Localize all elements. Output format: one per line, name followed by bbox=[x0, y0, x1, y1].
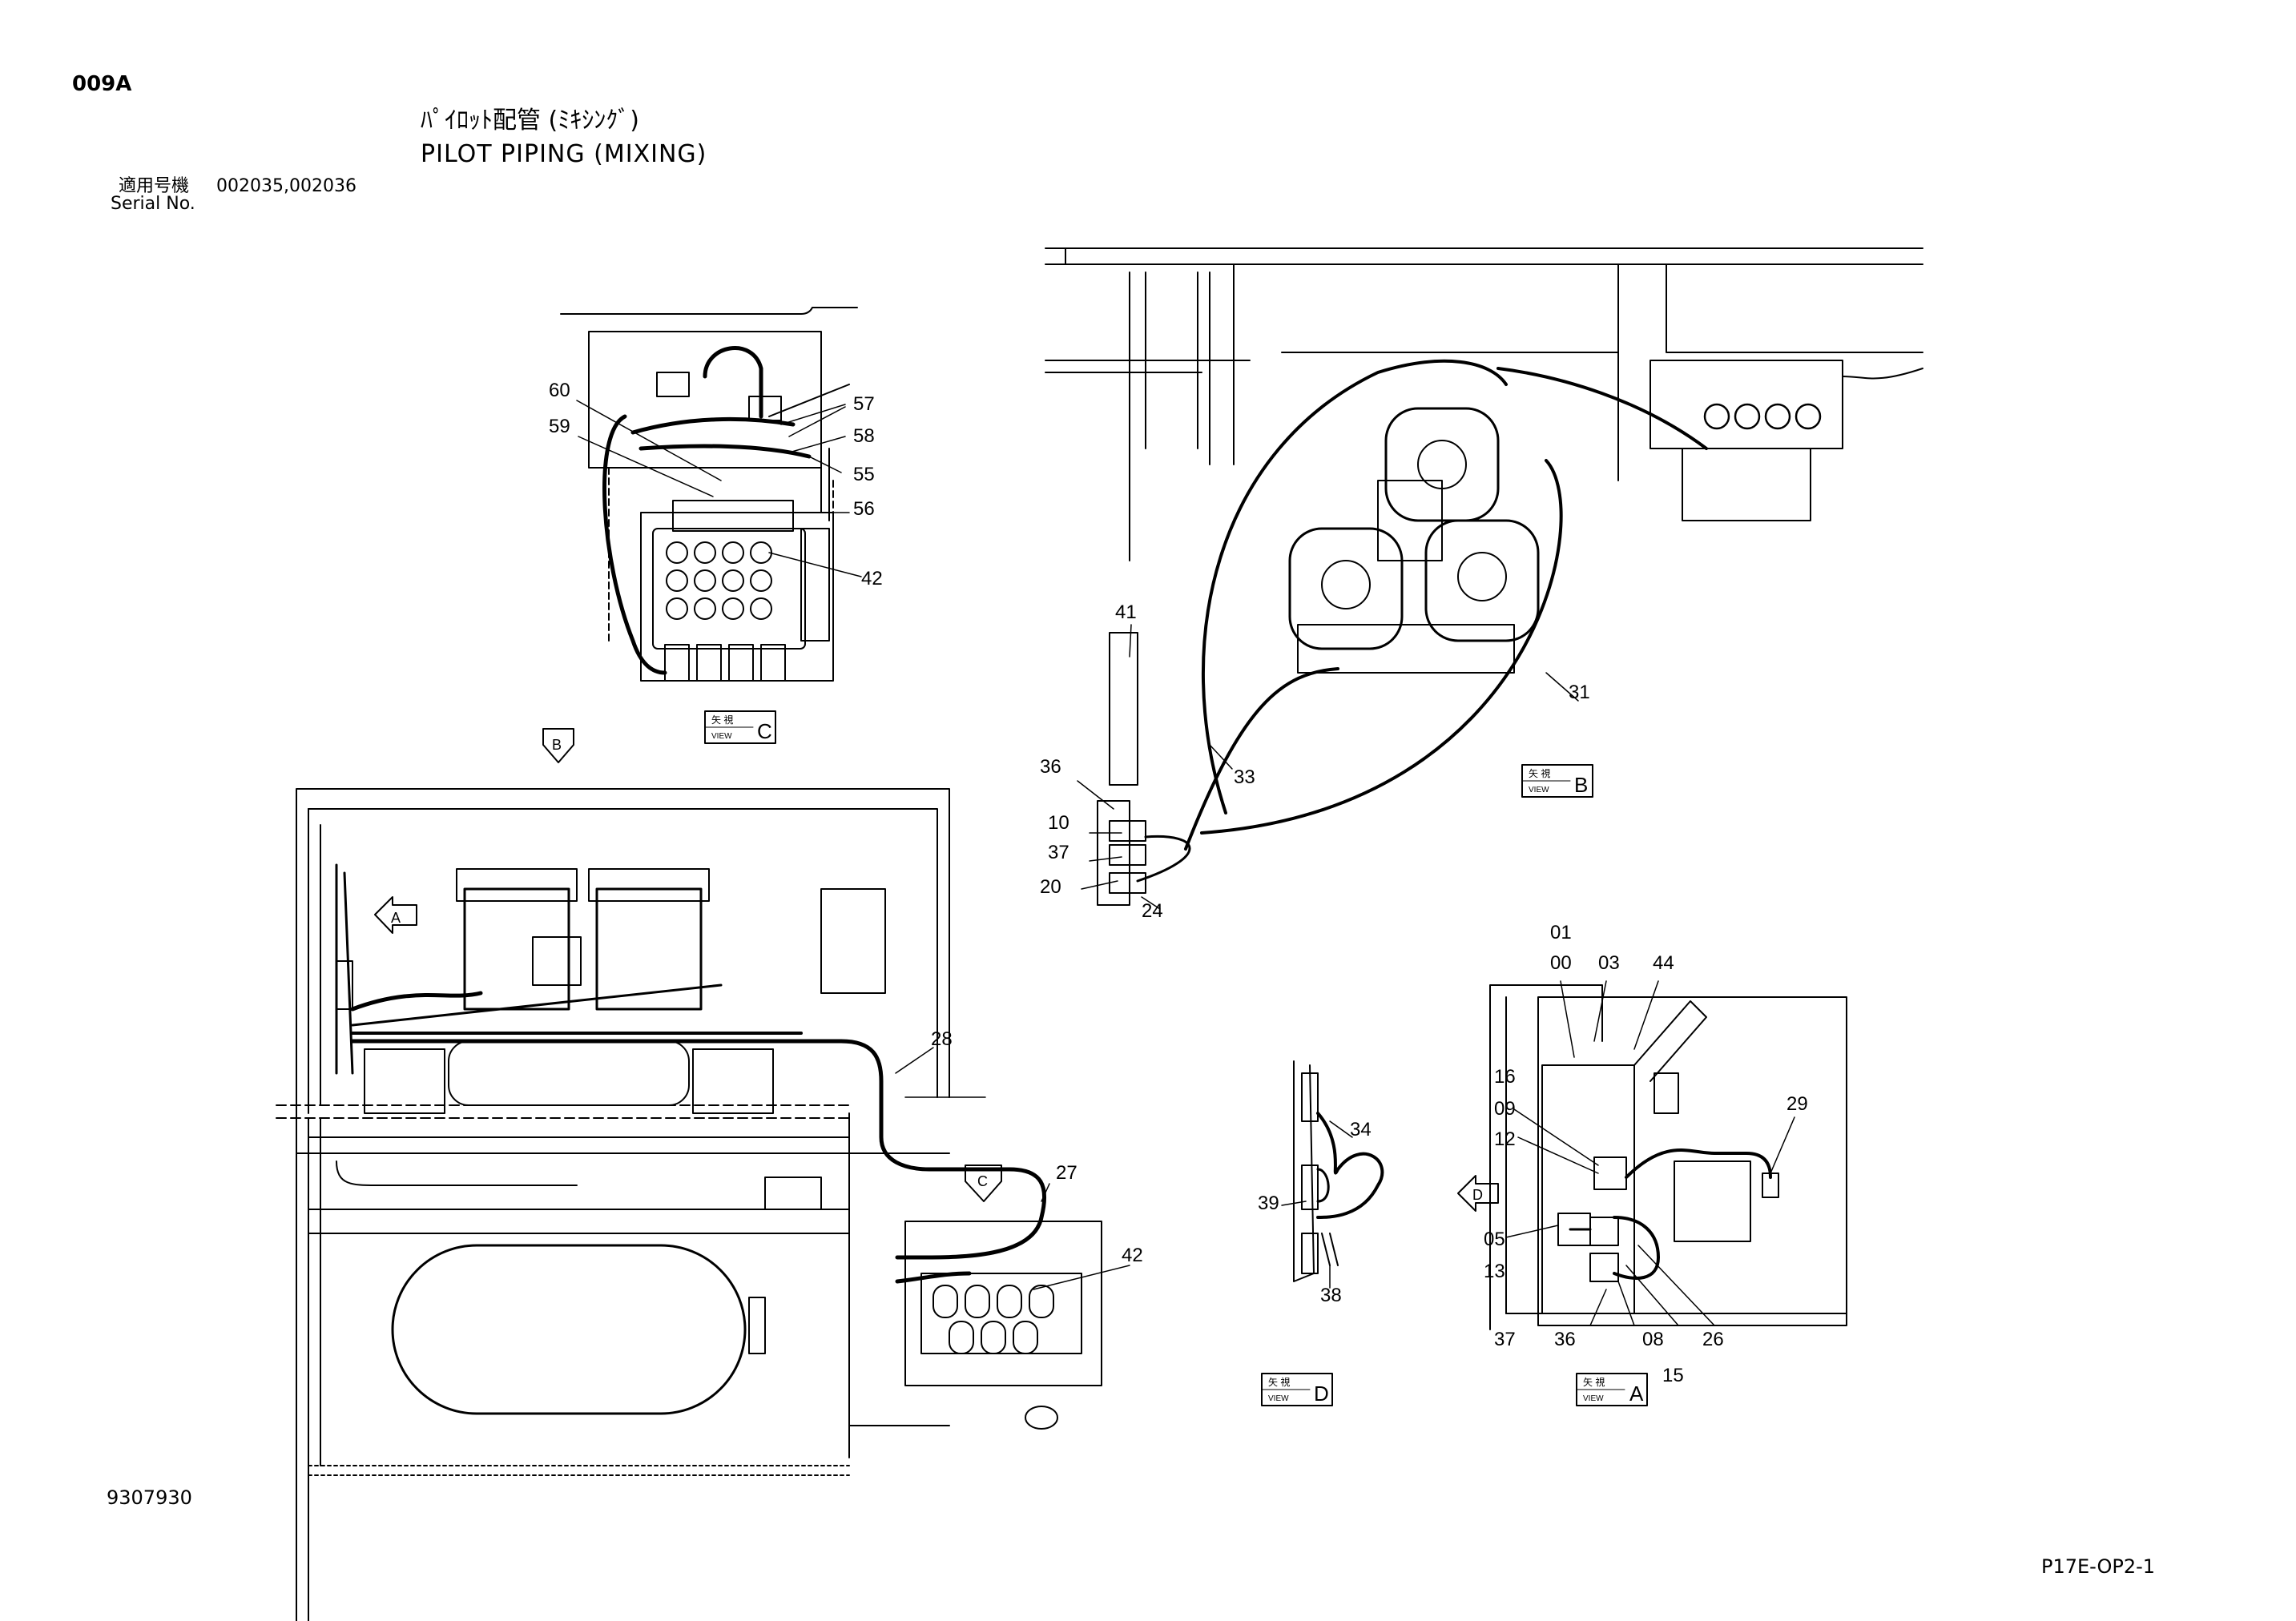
view-a-kanji: 矢 視 bbox=[1583, 1376, 1605, 1388]
view-a-letter: A bbox=[1629, 1382, 1644, 1406]
callout-13: 13 bbox=[1484, 1261, 1505, 1282]
callout-60: 60 bbox=[549, 380, 570, 401]
serial-label-japanese: 適用号機 bbox=[119, 176, 190, 196]
view-b-detail bbox=[1045, 247, 1923, 910]
view-arrow-c: C bbox=[965, 1164, 1002, 1202]
view-arrow-a: A bbox=[374, 896, 417, 934]
callout-59: 59 bbox=[549, 416, 570, 437]
callout-42-view-c: 42 bbox=[861, 568, 883, 589]
callout-36-view-b: 36 bbox=[1040, 756, 1061, 778]
view-arrow-d: D bbox=[1457, 1175, 1499, 1212]
callout-36-view-a: 36 bbox=[1554, 1329, 1576, 1350]
page-reference: P17E-OP2-1 bbox=[2041, 1555, 2156, 1578]
view-b-kanji: 矢 視 bbox=[1529, 767, 1550, 779]
callout-labels: 60 59 57 58 55 56 42 41 36 10 37 20 24 3… bbox=[549, 380, 1808, 1386]
callout-24: 24 bbox=[1142, 900, 1163, 922]
page-code: 009A bbox=[72, 72, 132, 96]
serial-label: Serial No. bbox=[111, 194, 195, 214]
view-d-detail bbox=[1281, 1060, 1384, 1289]
callout-00: 00 bbox=[1550, 952, 1572, 974]
callout-37-view-b: 37 bbox=[1048, 842, 1069, 863]
view-b-letter: B bbox=[1574, 773, 1588, 797]
view-c-label: 矢 視 VIEW C bbox=[704, 710, 776, 744]
view-c-detail bbox=[560, 307, 862, 682]
callout-16: 16 bbox=[1494, 1066, 1516, 1088]
callout-03: 03 bbox=[1598, 952, 1620, 974]
callout-55: 55 bbox=[853, 464, 875, 485]
callout-41: 41 bbox=[1115, 601, 1137, 623]
callout-31: 31 bbox=[1569, 682, 1590, 703]
callout-09: 09 bbox=[1494, 1098, 1516, 1120]
callout-57: 57 bbox=[853, 393, 875, 415]
callout-28: 28 bbox=[931, 1028, 953, 1050]
callout-20: 20 bbox=[1040, 876, 1061, 898]
view-arrow-a-letter: A bbox=[391, 910, 401, 926]
drawing-number: 9307930 bbox=[107, 1486, 192, 1509]
callout-39: 39 bbox=[1258, 1193, 1279, 1214]
view-arrow-b-letter: B bbox=[552, 737, 562, 753]
view-d-letter: D bbox=[1314, 1382, 1329, 1406]
view-b-label: 矢 視 VIEW B bbox=[1521, 764, 1593, 798]
callout-38: 38 bbox=[1320, 1285, 1342, 1306]
view-d-label: 矢 視 VIEW D bbox=[1261, 1373, 1333, 1406]
page-title-japanese: ﾊﾟｲﾛｯﾄ配管 (ﾐｷｼﾝｸﾞ) bbox=[421, 107, 639, 135]
callout-26: 26 bbox=[1702, 1329, 1724, 1350]
view-a-view-text: VIEW bbox=[1583, 1394, 1604, 1403]
view-c-letter: C bbox=[757, 719, 772, 743]
callout-01: 01 bbox=[1550, 922, 1572, 943]
view-arrow-c-letter: C bbox=[977, 1173, 988, 1189]
view-arrow-d-letter: D bbox=[1472, 1187, 1483, 1203]
callout-56: 56 bbox=[853, 498, 875, 520]
callout-10: 10 bbox=[1048, 812, 1069, 834]
serial-numbers: 002035,002036 bbox=[216, 176, 356, 196]
callout-44: 44 bbox=[1653, 952, 1674, 974]
callout-12: 12 bbox=[1494, 1128, 1516, 1150]
view-d-kanji: 矢 視 bbox=[1268, 1376, 1290, 1388]
callout-34: 34 bbox=[1350, 1119, 1372, 1140]
main-plan-view bbox=[276, 788, 1130, 1621]
callout-29: 29 bbox=[1786, 1093, 1808, 1115]
callout-27: 27 bbox=[1056, 1162, 1078, 1184]
callout-15: 15 bbox=[1662, 1365, 1684, 1386]
view-a-detail bbox=[1489, 980, 1847, 1330]
callout-37-view-a: 37 bbox=[1494, 1329, 1516, 1350]
callout-33: 33 bbox=[1234, 766, 1255, 788]
view-c-view-text: VIEW bbox=[711, 732, 732, 741]
callout-58: 58 bbox=[853, 425, 875, 447]
callout-05: 05 bbox=[1484, 1229, 1505, 1250]
page-title: PILOT PIPING (MIXING) bbox=[421, 140, 707, 168]
callout-42-main: 42 bbox=[1122, 1245, 1143, 1266]
view-b-view-text: VIEW bbox=[1529, 786, 1549, 794]
view-arrow-b: B bbox=[542, 728, 574, 763]
view-d-view-text: VIEW bbox=[1268, 1394, 1289, 1403]
view-c-kanji: 矢 視 bbox=[711, 714, 733, 726]
callout-08: 08 bbox=[1642, 1329, 1664, 1350]
view-a-label: 矢 視 VIEW A bbox=[1576, 1373, 1648, 1406]
